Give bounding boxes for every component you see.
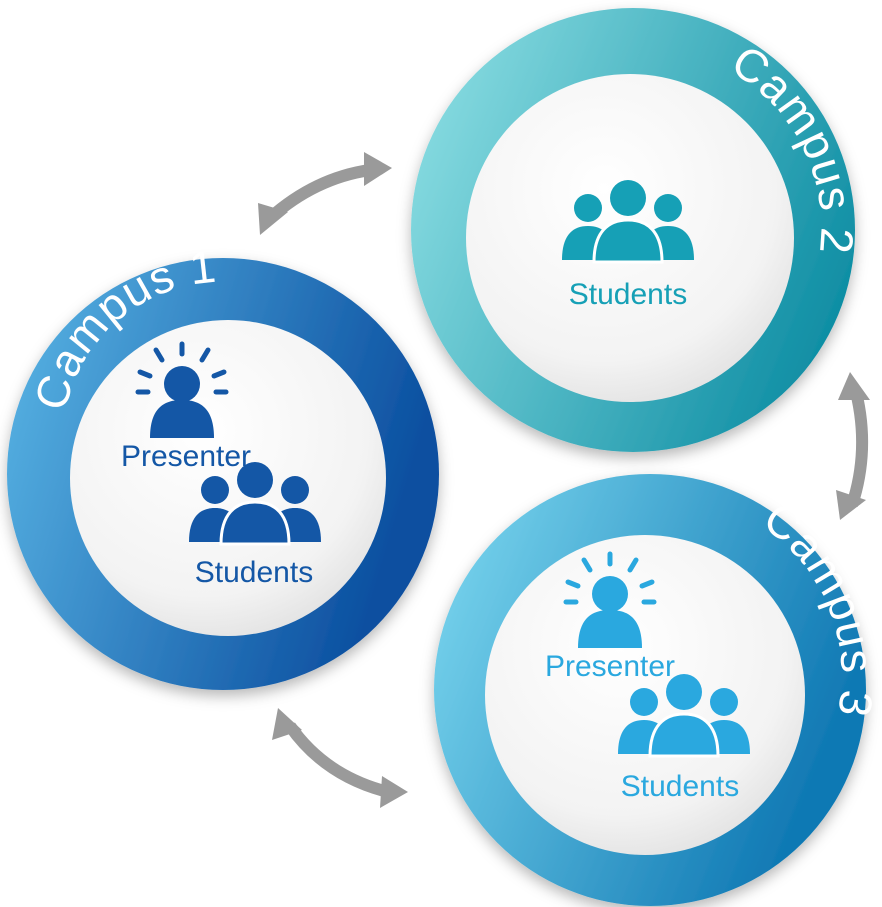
campus-1-students-label: Students [195,556,313,589]
campus-2-circle: Campus 2 Students [411,8,863,452]
campus-1-presenter-label: Presenter [121,440,251,473]
campus-1-circle: Campus 1 Presenter Students [7,240,439,690]
campus-1-inner [70,320,386,636]
presenter-icon [135,341,229,438]
arrow-campus1-campus2 [258,152,392,235]
students-icon [562,180,694,264]
connector-arrows [258,152,870,808]
presenter-icon [563,551,657,648]
students-icon [189,462,321,546]
campus-3-circle: Campus 3 Presenter Students [434,474,882,906]
arrow-campus2-campus3 [836,372,870,520]
campus-3-students-label: Students [621,770,739,803]
campus-3-presenter-label: Presenter [545,650,675,683]
students-icon [618,674,750,758]
campus-2-students-label: Students [569,278,687,311]
arrow-campus1-campus3 [272,708,408,808]
